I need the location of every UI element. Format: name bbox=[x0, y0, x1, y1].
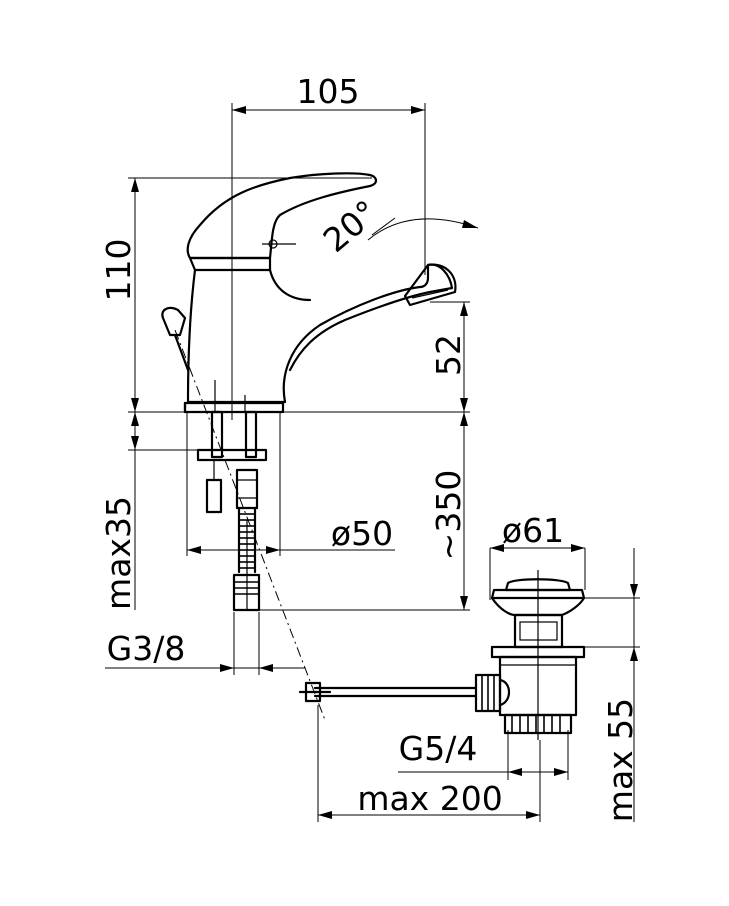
label-20-degrees: 20° bbox=[316, 192, 386, 259]
label-diameter-61: ø61 bbox=[502, 511, 564, 550]
label-max35: max35 bbox=[99, 496, 138, 610]
label-max-55: max 55 bbox=[601, 698, 640, 822]
label-g5-4: G5/4 bbox=[399, 729, 478, 768]
label-52: 52 bbox=[429, 334, 468, 376]
label-max-200: max 200 bbox=[357, 779, 502, 818]
faucet-body bbox=[183, 172, 457, 414]
dimension-labels: 105 110 20° 52 max35 ø50 ~350 G3/8 ø61 G… bbox=[99, 72, 640, 822]
dimension-lines bbox=[105, 103, 640, 822]
label-g3-8: G3/8 bbox=[107, 629, 186, 668]
pop-up-rod bbox=[161, 306, 326, 721]
pop-up-waste bbox=[298, 570, 586, 740]
mounting-assembly bbox=[196, 410, 268, 612]
label-diameter-50: ø50 bbox=[331, 514, 393, 553]
label-105: 105 bbox=[297, 72, 360, 111]
label-110: 110 bbox=[99, 239, 138, 302]
label-350: ~350 bbox=[429, 470, 468, 561]
